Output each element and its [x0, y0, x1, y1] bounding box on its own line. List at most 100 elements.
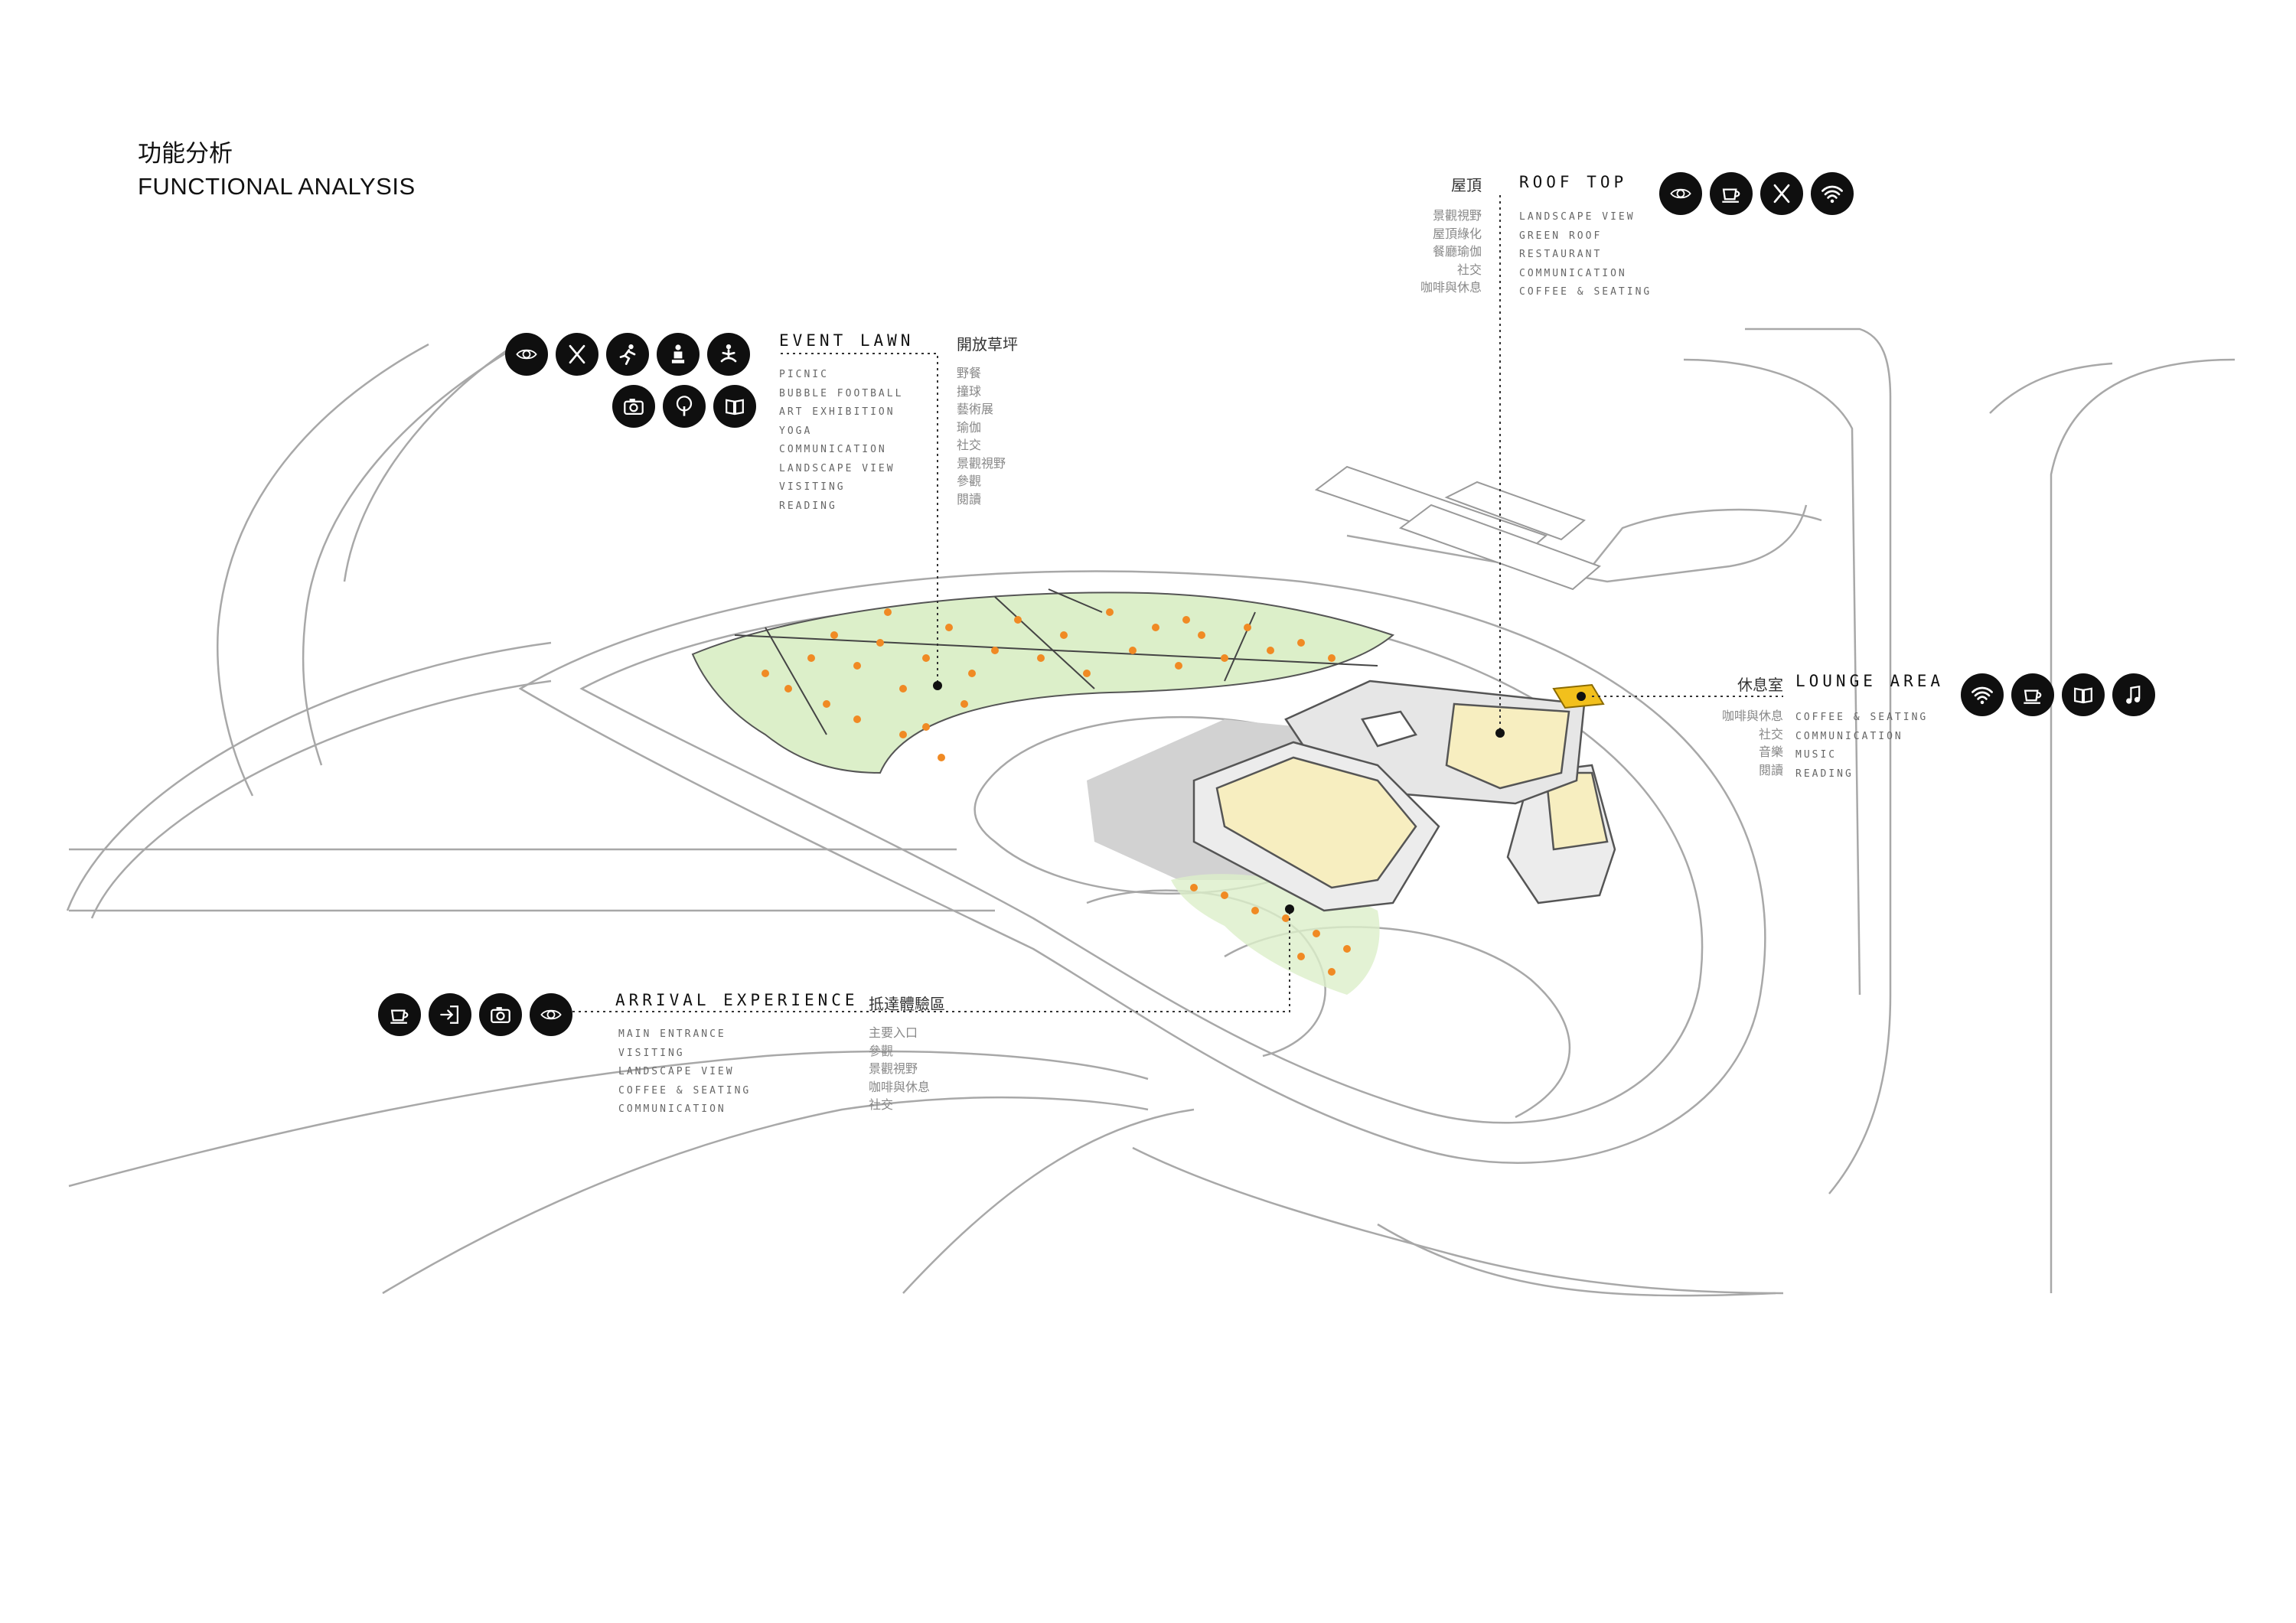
list-item: 景觀視野 — [869, 1061, 918, 1076]
top-road-diagonal-2 — [1591, 508, 1822, 567]
left-road-arc-inner — [90, 680, 552, 919]
event-lawn-title-zh: 開放草坪 — [957, 335, 1018, 354]
roof-top-title-en: ROOF TOP — [1519, 173, 1628, 191]
arrival-experience-list-en: MAIN ENTRANCE VISITING LANDSCAPE VIEW CO… — [618, 1025, 751, 1119]
top-left-road-outer — [217, 343, 429, 797]
arrival-dot — [1285, 904, 1294, 914]
fork-knife-icon — [1760, 172, 1803, 215]
roof-top-icons — [1659, 172, 1854, 215]
music-icon — [2112, 673, 2155, 716]
far-left-road — [343, 335, 529, 582]
list-item: COFFEE & SEATING — [1795, 712, 1929, 723]
roof-top-list-en: LANDSCAPE VIEW GREEN ROOF RESTAURANT COM… — [1519, 208, 1652, 302]
event-lawn — [691, 588, 1395, 774]
list-item: 參觀 — [957, 474, 982, 488]
building-skylight — [1361, 710, 1417, 748]
lawn-trees — [762, 608, 1336, 761]
yoga-icon — [707, 333, 750, 376]
leader-lines — [566, 195, 1783, 1012]
list-item: COMMUNICATION — [779, 444, 887, 455]
list-item: VISITING — [779, 481, 846, 493]
coffee-icon — [2011, 673, 2054, 716]
arrival-experience-title-zh: 抵達體驗區 — [869, 995, 945, 1013]
lounge-area-icons — [1961, 673, 2155, 716]
list-item: READING — [779, 500, 837, 512]
arrival-experience-icons — [378, 993, 572, 1036]
list-item: 咖啡與休息 — [1420, 280, 1482, 295]
running-icon — [606, 333, 649, 376]
road-outlines — [66, 328, 2236, 1297]
list-item: 景觀視野 — [957, 455, 1006, 471]
list-item: 咖啡與休息 — [1721, 709, 1783, 723]
list-item: 藝術展 — [957, 402, 994, 416]
page-title-zh: 功能分析 — [138, 140, 233, 168]
list-item: ART EXHIBITION — [779, 406, 895, 418]
roof-top-dot — [1495, 728, 1505, 738]
coffee-icon — [1710, 172, 1753, 215]
list-item: MAIN ENTRANCE — [618, 1028, 726, 1040]
list-item: COMMUNICATION — [1795, 730, 1903, 742]
list-item: COMMUNICATION — [618, 1103, 726, 1115]
top-left-road-inner — [302, 343, 521, 766]
list-item: LANDSCAPE VIEW — [779, 462, 895, 474]
parking-stalls — [1314, 465, 1601, 591]
list-item: YOGA — [779, 425, 813, 437]
parking-row-3 — [1444, 481, 1586, 541]
camera-icon — [612, 385, 655, 428]
book-icon — [2062, 673, 2105, 716]
tree-icon — [663, 385, 706, 428]
far-right-road-2 — [1989, 362, 2113, 414]
event-lawn-dot — [933, 681, 942, 690]
parking-row-2 — [1398, 504, 1601, 591]
event-lawn-icons-row-1 — [505, 333, 750, 376]
lounge-area-list-zh: 咖啡與休息 社交 音樂 閱讀 — [1668, 707, 1783, 779]
list-item: RESTAURANT — [1519, 249, 1603, 260]
event-lawn-list-zh: 野餐 撞球 藝術展 瑜伽 社交 景觀視野 參觀 閱讀 — [957, 364, 1006, 508]
list-item: READING — [1795, 768, 1854, 780]
lower-road-diagonal — [68, 1050, 1149, 1188]
list-item: PICNIC — [779, 369, 829, 380]
lower-road-diagonal-2 — [382, 1096, 1149, 1295]
event-lawn-title-en: EVENT LAWN — [779, 331, 915, 350]
list-item: 撞球 — [957, 383, 982, 399]
list-item: LANDSCAPE VIEW — [618, 1066, 735, 1077]
lawn-paths — [734, 588, 1378, 735]
building-upper-roof — [1445, 702, 1570, 790]
book-icon — [713, 385, 756, 428]
event-lawn-list-en: PICNIC BUBBLE FOOTBALL ART EXHIBITION YO… — [779, 366, 903, 516]
list-item: COMMUNICATION — [1519, 267, 1627, 279]
fork-knife-icon — [556, 333, 598, 376]
arrival-experience-title-en: ARRIVAL EXPERIENCE — [615, 991, 859, 1009]
building — [1192, 680, 1616, 912]
statue-icon — [657, 333, 700, 376]
list-item: GREEN ROOF — [1519, 230, 1603, 242]
wifi-icon — [1811, 172, 1854, 215]
lawn-path-1 — [734, 634, 1378, 666]
entrance-icon — [429, 993, 471, 1036]
list-item: LANDSCAPE VIEW — [1519, 211, 1636, 223]
arrival-trees — [1190, 884, 1351, 976]
list-item: 社交 — [1456, 262, 1482, 277]
wifi-icon — [1961, 673, 2004, 716]
list-item: 社交 — [957, 438, 982, 452]
camera-icon — [479, 993, 522, 1036]
list-item: COFFEE & SEATING — [618, 1084, 752, 1097]
top-road-diagonal — [1346, 504, 1808, 583]
list-item: VISITING — [618, 1047, 685, 1059]
leader-dots — [933, 681, 1586, 914]
coffee-icon — [378, 993, 421, 1036]
site-outer-ring — [518, 570, 1766, 1164]
right-road-outer — [1745, 328, 1892, 1194]
left-road-arc — [66, 641, 552, 911]
list-item: COFFEE & SEATING — [1519, 286, 1652, 298]
far-right-road — [2050, 358, 2236, 1293]
right-road-inner — [1683, 358, 1861, 996]
list-item: 屋頂綠化 — [1432, 226, 1482, 241]
lawn-path-3 — [994, 596, 1095, 689]
eye-icon — [505, 333, 548, 376]
lounge-area-list-en: COFFEE & SEATING COMMUNICATION MUSIC REA… — [1795, 709, 1928, 784]
lawn-path-5 — [1048, 588, 1103, 613]
lounge-area-title-en: LOUNGE AREA — [1795, 672, 1945, 690]
